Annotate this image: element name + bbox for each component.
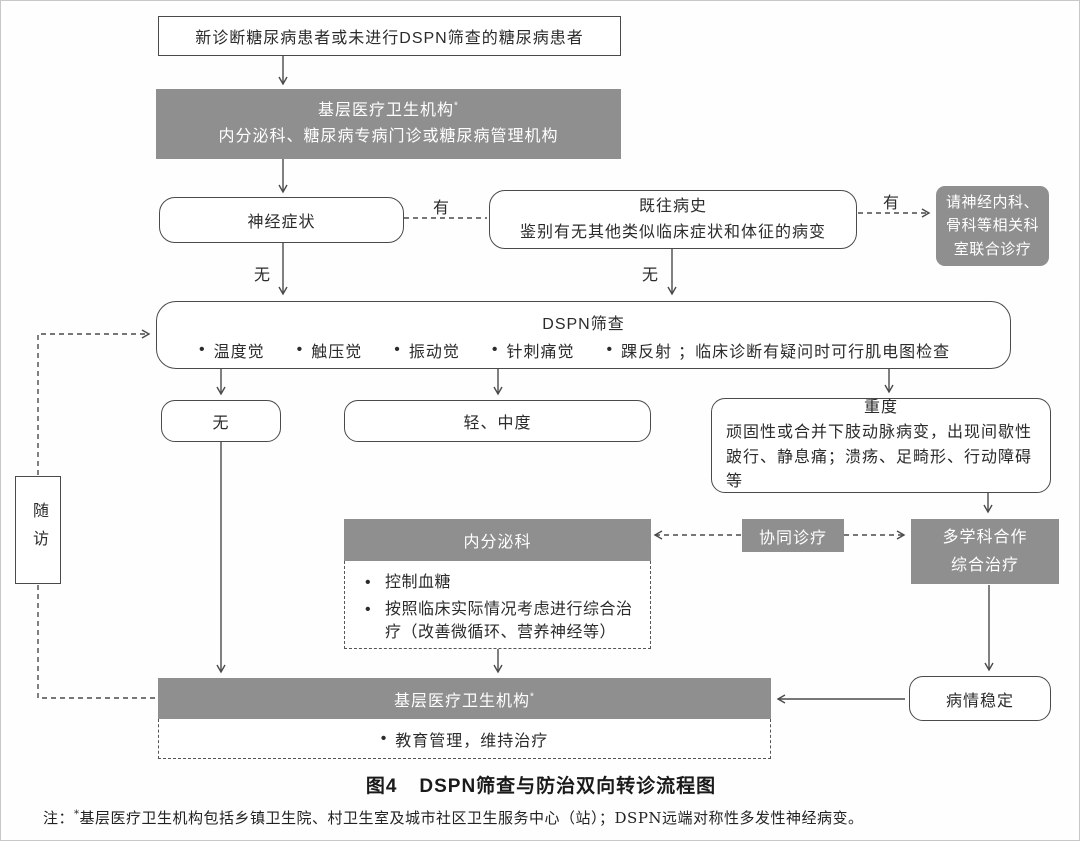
asterisk-superscript: * (74, 809, 80, 820)
bullet-icon: • (365, 601, 372, 619)
node-collaborative-care-text: 协同诊疗 (758, 529, 827, 547)
footnote-prefix: 注： (43, 809, 75, 827)
node-start-label: 新诊断糖尿病患者或未进行DSPN筛查的糖尿病患者 (195, 30, 584, 47)
node-primary-org-bottom-title: 基层医疗卫生机构* (394, 691, 535, 710)
node-primary-org-top: 基层医疗卫生机构* 内分泌科、糖尿病专病门诊或糖尿病管理机构 (156, 89, 621, 159)
footnote-text: 基层医疗卫生机构包括乡镇卫生院、村卫生室及城市社区卫生服务中心（站）；DSPN远… (79, 809, 864, 827)
node-refer-specialists: 请神经内科、 骨科等相关科 室联合诊疗 (936, 186, 1049, 266)
node-dspn-screening-items: •温度觉 •触压觉 •振动觉 •针刺痛觉 •踝反射；临床诊断有疑问时可行肌电图检… (199, 338, 996, 362)
node-endocrinology-header: 内分泌科 (344, 519, 651, 561)
endocrinology-item: • 控制血糖 (365, 571, 640, 594)
asterisk-superscript: * (530, 691, 535, 703)
node-condition-stable-label: 病情稳定 (945, 692, 1014, 710)
node-primary-org-bottom-item: 教育管理，维持治疗 (395, 732, 549, 750)
node-primary-org-bottom-body: • 教育管理，维持治疗 (158, 719, 771, 759)
edge-label-no-history: 无 (642, 267, 660, 284)
node-result-severe-body: 顽固性或合并下肢动脉病变，出现间歇性跛行、静息痛；溃疡、足畸形、行动障碍等 (726, 423, 1033, 491)
node-result-none-label: 无 (212, 415, 230, 432)
node-dspn-screening: DSPN筛查 •温度觉 •触压觉 •振动觉 •针刺痛觉 •踝反射；临床诊断有疑问… (156, 301, 1011, 369)
node-condition-stable: 病情稳定 (909, 676, 1051, 721)
node-refer-line3: 室联合诊疗 (953, 240, 1032, 258)
node-primary-org-bottom-header: 基层医疗卫生机构* (158, 678, 771, 719)
edge-label-yes-history: 有 (883, 195, 901, 212)
bullet-icon: • (365, 574, 372, 591)
node-history-line2: 鉴别有无其他类似临床症状和体征的病变 (519, 223, 826, 241)
figure-number: 图4 (365, 776, 398, 797)
node-mdt-line2: 综合治疗 (950, 556, 1019, 574)
node-endocrinology-title: 内分泌科 (463, 534, 532, 551)
node-result-none: 无 (161, 400, 281, 442)
node-primary-org-top-line1: 基层医疗卫生机构* (318, 100, 459, 119)
endocrinology-item: • 按照临床实际情况考虑进行综合治疗（改善微循环、营养神经等） (365, 598, 640, 644)
bullet-icon: • (199, 341, 206, 358)
node-followup: 随访 (15, 476, 61, 584)
node-result-severe: 重度 顽固性或合并下肢动脉病变，出现间歇性跛行、静息痛；溃疡、足畸形、行动障碍等 (711, 398, 1051, 493)
edge-label-no-neuro: 无 (254, 267, 272, 284)
node-mdt-treatment: 多学科合作 综合治疗 (911, 519, 1059, 584)
node-collaborative-care-label: 协同诊疗 (742, 519, 844, 552)
bullet-icon: • (296, 341, 304, 358)
node-followup-label: 随访 (30, 502, 47, 558)
node-dspn-screening-tail: ；临床诊断有疑问时可行肌电图检查 (678, 344, 951, 361)
footnote: 注：*基层医疗卫生机构包括乡镇卫生院、村卫生室及城市社区卫生服务中心（站）；DS… (43, 807, 1053, 828)
figure-caption: 图4 DSPN筛查与防治双向转诊流程图 (1, 771, 1079, 798)
bullet-icon: • (491, 341, 499, 358)
node-history-line1: 既往病史 (638, 197, 707, 215)
edge-label-yes-neuro: 有 (433, 200, 451, 217)
node-result-severe-title: 重度 (863, 398, 898, 416)
asterisk-superscript: * (454, 100, 459, 112)
node-primary-org-top-line2: 内分泌科、糖尿病专病门诊或糖尿病管理机构 (218, 128, 559, 145)
bullet-icon: • (394, 341, 401, 358)
node-neuro-symptoms: 神经症状 (159, 197, 404, 243)
node-refer-line2: 骨科等相关科 (945, 217, 1039, 235)
node-neuro-symptoms-label: 神经症状 (247, 214, 316, 231)
node-result-mild-moderate: 轻、中度 (344, 400, 651, 442)
node-refer-line1: 请神经内科、 (945, 194, 1039, 212)
node-endocrinology-body: • 控制血糖 • 按照临床实际情况考虑进行综合治疗（改善微循环、营养神经等） (344, 561, 651, 649)
bullet-icon: • (606, 341, 614, 358)
node-history: 既往病史 鉴别有无其他类似临床症状和体征的病变 (489, 190, 857, 249)
figure-title: DSPN筛查与防治双向转诊流程图 (419, 776, 717, 797)
node-dspn-screening-title: DSPN筛查 (542, 316, 625, 333)
node-mdt-line1: 多学科合作 (942, 529, 1028, 547)
node-start: 新诊断糖尿病患者或未进行DSPN筛查的糖尿病患者 (158, 16, 621, 56)
node-result-mild-moderate-label: 轻、中度 (463, 415, 532, 432)
bullet-icon: • (380, 729, 388, 747)
